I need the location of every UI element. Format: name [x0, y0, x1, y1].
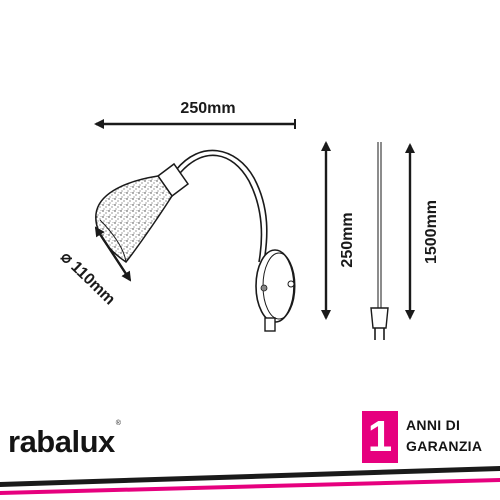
lamp-shade: [95, 175, 173, 264]
mount-switch: [260, 284, 268, 292]
trademark-mark: ®: [115, 419, 121, 427]
width-dimension: 250mm: [94, 100, 296, 129]
height-label: 250mm: [339, 212, 356, 267]
plug-icon: [370, 307, 389, 340]
power-cable: [370, 142, 389, 340]
warranty-line-1: ANNI DI: [406, 417, 461, 433]
brand-name: rabalux: [8, 424, 115, 459]
width-label: 250mm: [180, 100, 235, 117]
cable-label: 1500mm: [423, 200, 440, 264]
cable-outlet: [264, 317, 276, 332]
cable-dimension: 1500mm: [405, 143, 440, 320]
brand-logo: rabalux®: [8, 420, 121, 460]
height-dimension: 250mm: [321, 141, 356, 320]
warranty-years-badge: 1: [362, 411, 398, 463]
warranty-line-2: GARANZIA: [406, 438, 483, 454]
mount-screw: [287, 280, 295, 288]
footer-stripes: [0, 466, 500, 495]
wall-lamp-drawing: [95, 149, 296, 332]
diameter-label: ⌀ 110mm: [57, 249, 118, 309]
flexible-arm: [175, 149, 268, 263]
warranty-text: ANNI DI GARANZIA: [406, 415, 482, 457]
